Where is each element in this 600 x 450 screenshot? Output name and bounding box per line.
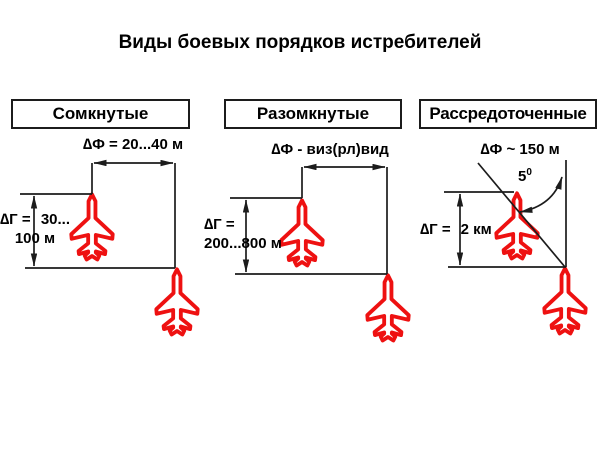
heading-dispersed-formation: Рассредоточенные bbox=[419, 99, 597, 129]
gamma-prefix: ∆Г = bbox=[420, 221, 451, 238]
angle-value: 5 bbox=[518, 168, 527, 185]
fighter-icon bbox=[365, 273, 411, 343]
gamma-value: 2 км bbox=[460, 221, 492, 238]
fighter-icon bbox=[542, 266, 588, 336]
gamma-label-dispersed: ∆Г = 2 км bbox=[420, 220, 492, 239]
slide-title: Виды боевых порядков истребителей bbox=[118, 32, 482, 53]
section-2-dimension-lines bbox=[230, 163, 388, 275]
bearing-line bbox=[477, 162, 566, 268]
phi-label-dispersed: ∆Ф ~ 150 м bbox=[480, 141, 560, 158]
angle-superscript: 0 bbox=[526, 167, 532, 178]
gamma-value-start: 30... bbox=[40, 211, 70, 228]
phi-label-open: ∆Ф - виз(рл)вид bbox=[271, 141, 389, 158]
section-1-dimension-lines bbox=[20, 159, 176, 269]
heading-open-formation: Разомкнутые bbox=[224, 99, 402, 129]
gamma-prefix: ∆Г = bbox=[204, 216, 235, 233]
gamma-value-end: 100 м bbox=[14, 230, 56, 247]
fighter-icon bbox=[154, 267, 200, 337]
gamma-value: 200...800 м bbox=[204, 235, 282, 252]
heading-closed-formation: Сомкнутые bbox=[11, 99, 190, 129]
gamma-label-closed: ∆Г = 30... 100 м bbox=[0, 210, 70, 248]
angle-arc-arrow bbox=[519, 176, 563, 213]
gamma-label-open: ∆Г = 200...800 м bbox=[204, 215, 294, 253]
gamma-prefix: ∆Г = bbox=[0, 211, 31, 228]
fighter-icon bbox=[69, 192, 115, 262]
phi-label-closed: ∆Ф = 20...40 м bbox=[82, 136, 184, 153]
angle-label: 50 bbox=[518, 163, 532, 186]
section-3-dimension-lines bbox=[444, 160, 567, 268]
